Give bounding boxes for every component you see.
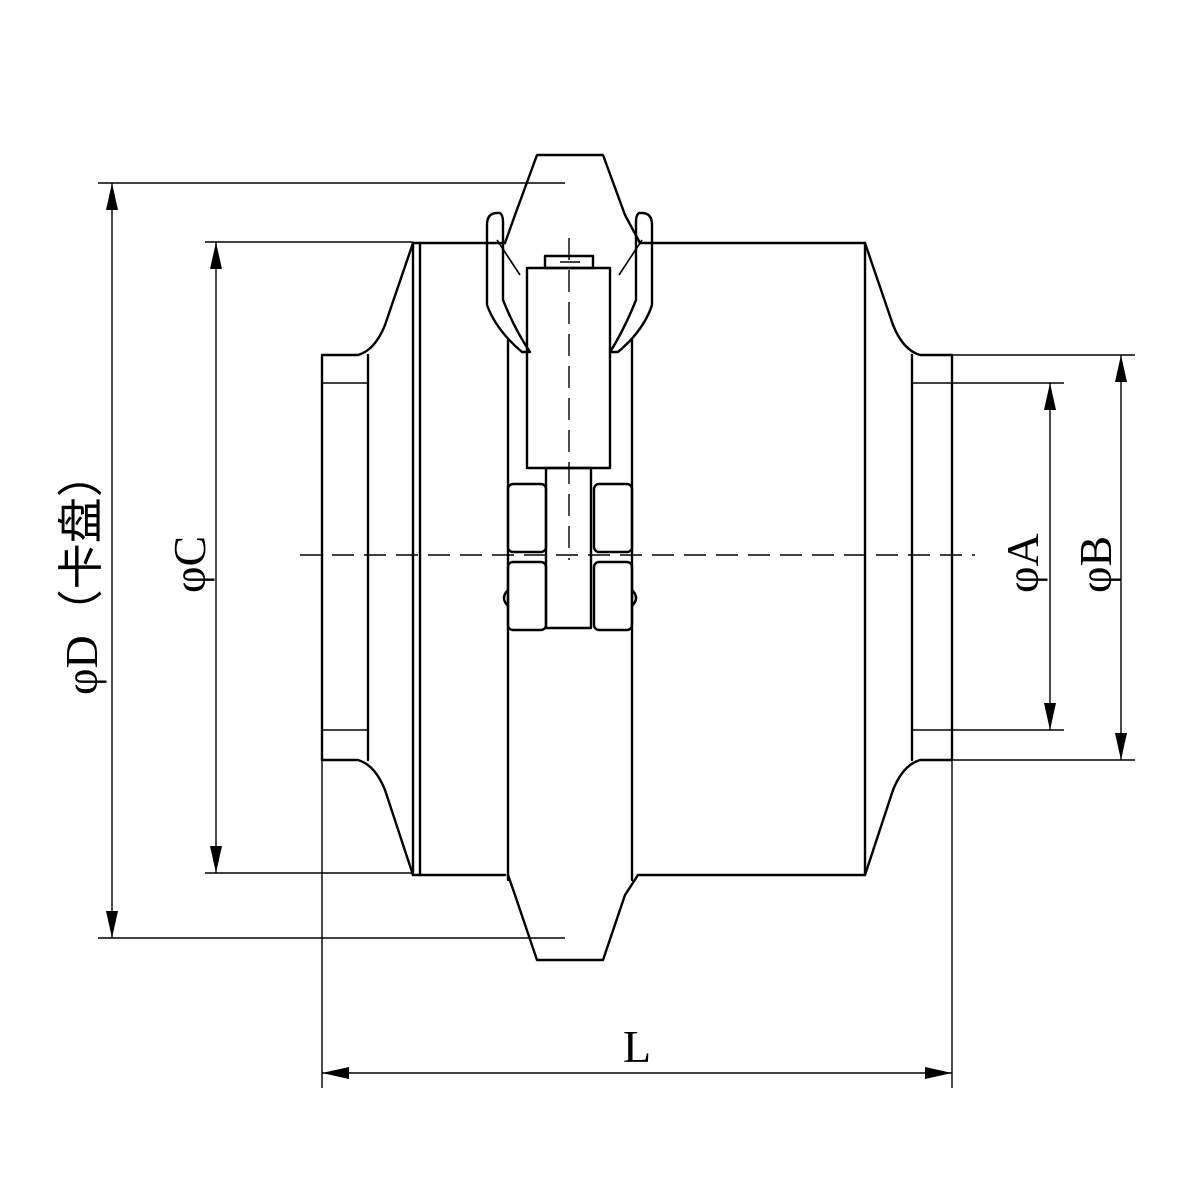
dim-a-label: φA (997, 533, 1048, 593)
dim-b-label: φB (1070, 536, 1121, 593)
dim-l-label: L (623, 1021, 651, 1072)
dim-l: L (321, 760, 953, 1088)
dim-d-label: φD（卡盘） (56, 451, 107, 695)
left-body (411, 241, 507, 877)
right-ferrule (863, 241, 954, 877)
left-ferrule (320, 241, 415, 877)
dim-c: φC (164, 241, 413, 874)
clamp-band (503, 153, 642, 962)
center-lines (300, 238, 975, 560)
right-body (636, 241, 867, 877)
dim-c-label: φC (164, 536, 215, 593)
dim-a: φA (952, 382, 1064, 731)
dim-b: φB (952, 354, 1135, 761)
dim-d: φD（卡盘） (56, 182, 565, 939)
